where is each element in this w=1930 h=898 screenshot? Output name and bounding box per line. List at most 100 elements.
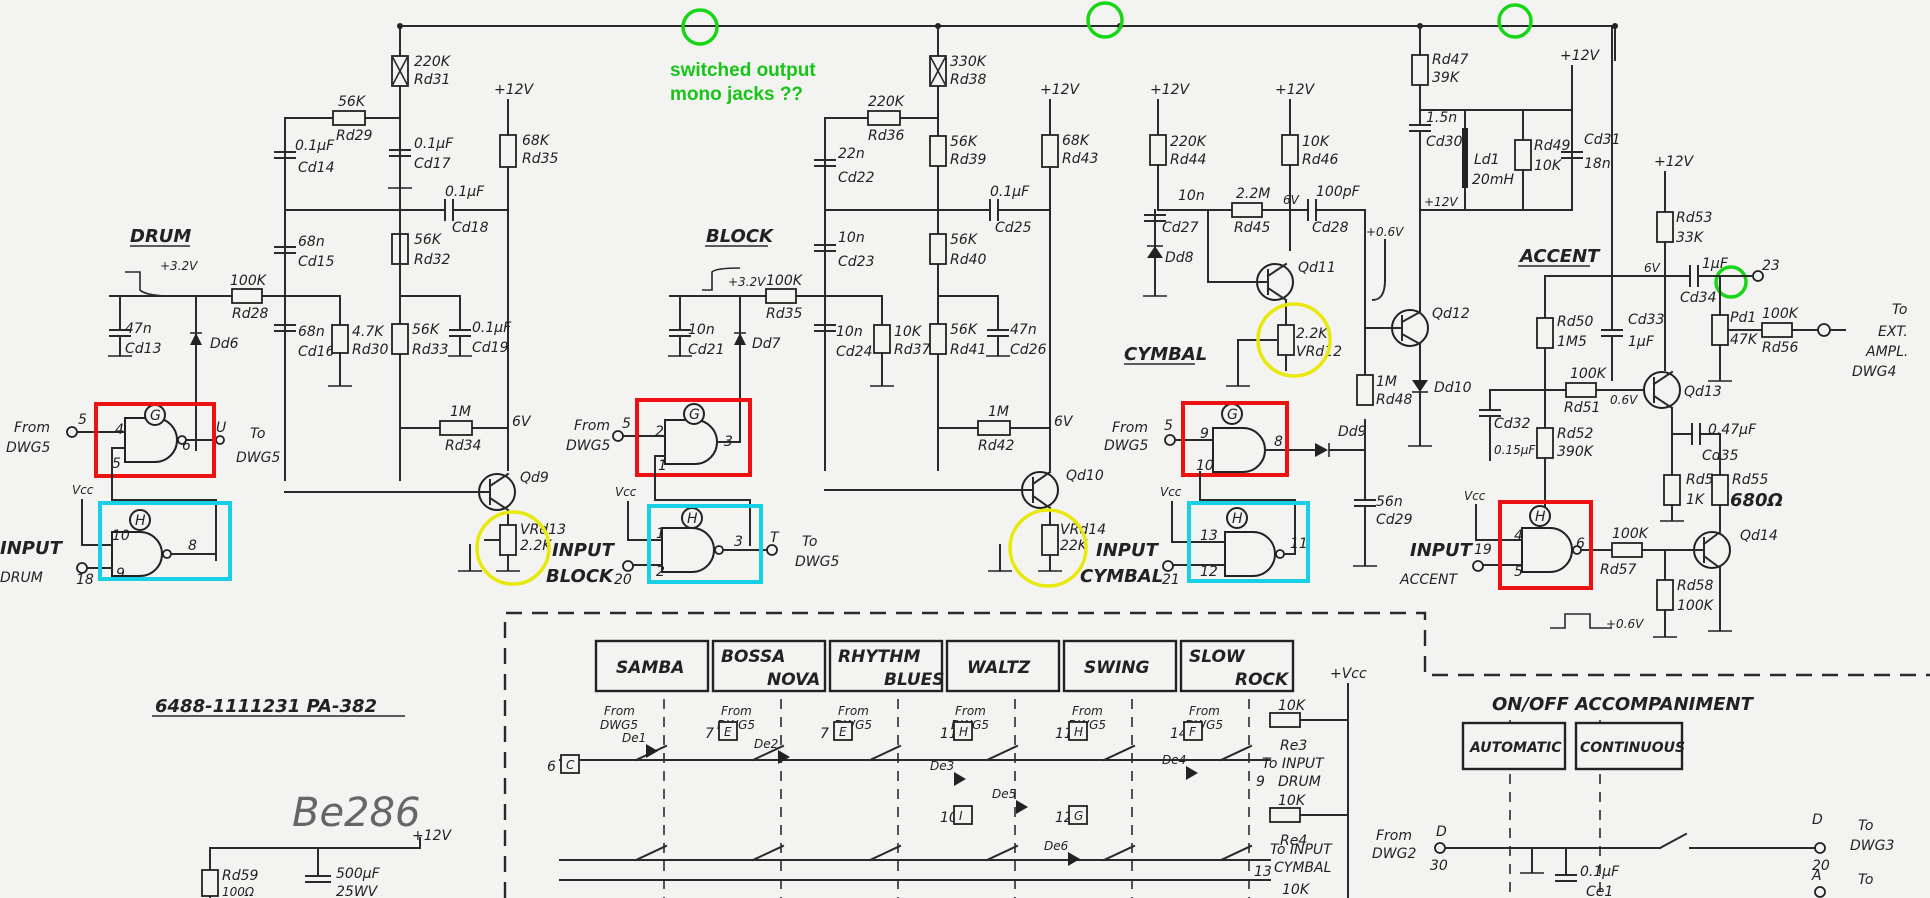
rd58-label: Rd58 (1677, 578, 1714, 594)
de2-label: De2 (754, 737, 778, 751)
vrd13-highlight (475, 510, 551, 586)
cymbal-gate-g-highlight (1181, 401, 1289, 477)
drum-from-dwg5: DWG5 (6, 440, 50, 456)
rd53-resistor (1656, 211, 1674, 243)
rhythm-button-label-2: ROCK (1235, 670, 1290, 690)
rd59-label: Rd59 (222, 868, 259, 884)
selector-node-letter: I (959, 809, 963, 823)
rhythm-button-swing[interactable]: SWING (1062, 639, 1178, 693)
cymbal-g-pin10: 10 (1196, 458, 1214, 474)
rd59-resistor (201, 869, 219, 897)
rd35-resistor (499, 134, 517, 168)
rd46-label: Rd46 (1302, 152, 1339, 168)
annotation-line-2: mono jacks ?? (670, 84, 803, 105)
rd49-resistor (1514, 139, 1532, 171)
block-gate-h-highlight (647, 504, 763, 584)
output-jack-marker-3 (1497, 3, 1533, 39)
rd56-resistor (1761, 322, 1793, 338)
cymbal-nand-g (1212, 427, 1266, 473)
block-to-dwg5: DWG5 (795, 554, 839, 570)
cd22-value: 22n (838, 146, 865, 162)
cd29-label: Cd29 (1376, 512, 1413, 528)
drum-pin-u: U (216, 420, 226, 436)
rd33-value: 56K (412, 322, 441, 338)
rd36-resistor (867, 110, 901, 126)
vrd14-value: 22K (1060, 538, 1089, 554)
ext-ampl-jack[interactable] (1817, 323, 1831, 337)
rd50-label: Rd50 (1557, 314, 1594, 330)
output-jack-marker-4 (1714, 265, 1748, 299)
cymbal-h-pin13: 13 (1200, 528, 1218, 544)
rd43-value: 68K (1062, 133, 1091, 149)
rd57-label: Rd57 (1600, 562, 1637, 578)
output-jack-marker-1 (681, 8, 719, 46)
from-dwg5-label: From (955, 704, 986, 718)
automatic-button[interactable]: AUTOMATIC (1461, 721, 1567, 771)
accent-nand-h (1521, 527, 1573, 573)
ld1-value: 20mH (1472, 172, 1514, 188)
rd41-label: Rd41 (950, 342, 986, 358)
vrd13-value: 2.2K (520, 538, 553, 554)
block-pin20: 20 (614, 572, 632, 588)
rd47-label: Rd47 (1432, 52, 1469, 68)
rd50-resistor (1536, 317, 1554, 349)
dwg3-to-2: To (1858, 872, 1873, 888)
cd32-value: 0.15μF (1494, 443, 1536, 457)
rhythm-button-label: WALTZ (967, 658, 1031, 678)
selector-bus (559, 759, 1271, 881)
dwg3-jack[interactable] (1814, 842, 1826, 854)
oscillator-section: Rd47 39K 1.5n Cd30 +12V Ld1 20mH Rd49 10… (1364, 25, 1620, 447)
cd17-label: Cd17 (414, 156, 451, 172)
cymbal-h-pin11: 11 (1290, 536, 1308, 552)
rhythm-button-waltz[interactable]: WALTZ (945, 639, 1061, 693)
cymbal-p12v-2: +12V (1275, 82, 1316, 98)
rd30-resistor (331, 324, 349, 354)
re3-resistor (1269, 712, 1301, 728)
cd24-value: 10n (836, 324, 863, 340)
drum-gate-h-label: H (135, 513, 146, 529)
vrd12-pot (1277, 324, 1295, 356)
drum-pin18: 18 (76, 572, 94, 588)
rhythm-button-label: RHYTHM (838, 647, 920, 667)
cd16-value: 68n (298, 324, 325, 340)
rhythm-button-label: SLOW (1189, 647, 1246, 667)
rhythm-button-slow-rock[interactable]: SLOW ROCK (1179, 639, 1295, 693)
continuous-button[interactable]: CONTINUOUS (1574, 721, 1685, 771)
qd12-label: Qd12 (1432, 306, 1470, 322)
rd47-resistor (1411, 54, 1429, 86)
rd48-resistor (1356, 374, 1374, 406)
cymbal-input-label: INPUT (1096, 540, 1160, 561)
block-g-pin1: 1 (658, 458, 667, 474)
rd28-value: 100K (230, 273, 268, 289)
from-dwg5-label: From (838, 704, 869, 718)
rd34-label: Rd34 (445, 438, 481, 454)
block-section: BLOCK 330K Rd38 220K Rd36 22n Cd22 56K R… (546, 25, 1106, 588)
dd10-label: Dd10 (1434, 380, 1472, 396)
drum-nand-h (111, 531, 163, 577)
rhythm-button-label: SWING (1084, 658, 1150, 678)
drum-title: DRUM (130, 226, 191, 247)
block-title: BLOCK (706, 226, 775, 247)
drum-input-label: INPUT (0, 538, 64, 559)
rd40-value: 56K (950, 232, 979, 248)
cymbal-nand-h (1224, 531, 1276, 577)
rd43-label: Rd43 (1062, 151, 1098, 167)
board-pvcc: +Vcc (1330, 666, 1367, 682)
rd31-value: 220K (414, 54, 452, 70)
continuous-label: CONTINUOUS (1580, 740, 1685, 756)
cymbal-from-label: From (1112, 420, 1148, 436)
cd13-value: 47n (125, 321, 152, 337)
rd30-value: 4.7K (352, 324, 385, 340)
rhythm-button-samba[interactable]: SAMBA (594, 639, 710, 693)
re4-resistor (1269, 807, 1301, 823)
rd49-label: Rd49 (1534, 138, 1571, 154)
rd48-label: Rd48 (1376, 392, 1413, 408)
dwg2-30: 30 (1430, 858, 1448, 874)
rd55-value: 680Ω (1730, 490, 1783, 511)
rd57-value: 100K (1612, 526, 1650, 542)
rd48-value: 1M (1376, 374, 1397, 390)
drum-6v: 6V (512, 414, 532, 430)
